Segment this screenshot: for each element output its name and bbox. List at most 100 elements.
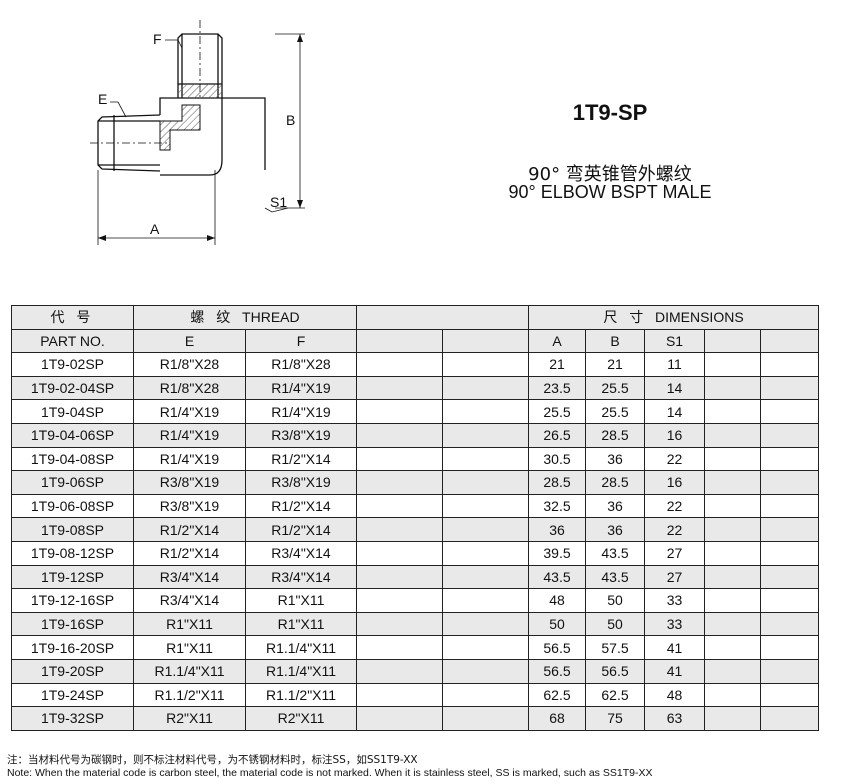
cell-empty bbox=[442, 682, 529, 708]
cell-dim-a: 56.5 bbox=[528, 635, 586, 660]
cell-thread-f: R1.1/4"X11 bbox=[245, 635, 357, 660]
cell-empty bbox=[704, 446, 761, 472]
cell-part-no: 1T9-20SP bbox=[11, 658, 134, 684]
cell-thread-f: R1/4"X19 bbox=[245, 399, 357, 424]
cell-empty bbox=[760, 564, 819, 590]
cell-part-no: 1T9-02SP bbox=[11, 352, 134, 377]
cell-empty bbox=[704, 658, 761, 684]
cell-empty bbox=[356, 540, 443, 566]
cell-dim-s1: 41 bbox=[644, 635, 705, 660]
cell-dim-b: 25.5 bbox=[585, 399, 645, 424]
cell-empty bbox=[356, 517, 443, 542]
cell-part-no: 1T9-12-16SP bbox=[11, 588, 134, 613]
product-name-en: 90° ELBOW BSPT MALE bbox=[508, 182, 712, 202]
cell-dim-s1: 11 bbox=[644, 352, 705, 377]
cell-dim-s1: 22 bbox=[644, 446, 705, 472]
cell-empty bbox=[760, 611, 819, 637]
note-en: Note: When the material code is carbon s… bbox=[7, 767, 653, 779]
cell-thread-e: R1/4"X19 bbox=[133, 446, 246, 472]
cell-empty bbox=[704, 399, 761, 424]
cell-thread-f: R1"X11 bbox=[245, 611, 357, 637]
cell-empty bbox=[442, 588, 529, 613]
cell-part-no: 1T9-16-20SP bbox=[11, 635, 134, 660]
cell-part-no: 1T9-32SP bbox=[11, 706, 134, 731]
cell-empty bbox=[760, 658, 819, 684]
cell-empty bbox=[704, 635, 761, 660]
table-header-row-1: 代 号 螺 纹 THREAD 尺 寸 DIMENSIONS bbox=[11, 305, 819, 330]
cell-dim-s1: 14 bbox=[644, 375, 705, 401]
cell-empty bbox=[760, 399, 819, 424]
cell-empty bbox=[442, 635, 529, 660]
cell-thread-e: R1.1/4"X11 bbox=[133, 658, 246, 684]
cell-dim-a: 50 bbox=[528, 611, 586, 637]
header-E: E bbox=[133, 328, 246, 354]
cell-empty bbox=[356, 611, 443, 637]
cell-thread-f: R2"X11 bbox=[245, 706, 357, 731]
cell-empty bbox=[760, 682, 819, 708]
cell-thread-e: R3/8"X19 bbox=[133, 470, 246, 495]
cell-empty bbox=[760, 540, 819, 566]
cell-empty bbox=[760, 470, 819, 495]
cell-empty bbox=[704, 611, 761, 637]
cell-dim-s1: 22 bbox=[644, 517, 705, 542]
cell-thread-f: R1.1/2"X11 bbox=[245, 682, 357, 708]
cell-empty bbox=[442, 658, 529, 684]
cell-empty bbox=[442, 706, 529, 731]
cell-dim-b: 28.5 bbox=[585, 470, 645, 495]
cell-empty bbox=[356, 706, 443, 731]
cell-empty bbox=[760, 588, 819, 613]
cell-empty bbox=[356, 658, 443, 684]
cell-part-no: 1T9-12SP bbox=[11, 564, 134, 590]
cell-dim-a: 48 bbox=[528, 588, 586, 613]
cell-thread-e: R1"X11 bbox=[133, 635, 246, 660]
cell-dim-b: 25.5 bbox=[585, 375, 645, 401]
cell-empty bbox=[356, 493, 443, 519]
cell-empty bbox=[760, 375, 819, 401]
cell-empty bbox=[442, 352, 529, 377]
cell-dim-a: 62.5 bbox=[528, 682, 586, 708]
cell-empty bbox=[760, 446, 819, 472]
cell-dim-s1: 33 bbox=[644, 611, 705, 637]
cell-dim-b: 36 bbox=[585, 493, 645, 519]
cell-thread-e: R2"X11 bbox=[133, 706, 246, 731]
cell-thread-e: R1/8"X28 bbox=[133, 352, 246, 377]
label-B: B bbox=[286, 112, 295, 128]
cell-dim-a: 43.5 bbox=[528, 564, 586, 590]
header-A: A bbox=[528, 328, 586, 354]
header-empty bbox=[760, 328, 819, 354]
cell-dim-a: 23.5 bbox=[528, 375, 586, 401]
cell-part-no: 1T9-16SP bbox=[11, 611, 134, 637]
header-thread: 螺 纹 THREAD bbox=[133, 305, 357, 330]
cell-dim-s1: 41 bbox=[644, 658, 705, 684]
cell-empty bbox=[704, 422, 761, 448]
cell-empty bbox=[442, 564, 529, 590]
cell-empty bbox=[704, 493, 761, 519]
cell-empty bbox=[442, 446, 529, 472]
label-A: A bbox=[150, 221, 160, 237]
cell-part-no: 1T9-06SP bbox=[11, 470, 134, 495]
cell-dim-b: 62.5 bbox=[585, 682, 645, 708]
header-S1: S1 bbox=[644, 328, 705, 354]
cell-empty bbox=[356, 422, 443, 448]
cell-dim-b: 36 bbox=[585, 517, 645, 542]
cell-dim-b: 36 bbox=[585, 446, 645, 472]
cell-dim-a: 56.5 bbox=[528, 658, 586, 684]
cell-dim-a: 26.5 bbox=[528, 422, 586, 448]
cell-empty bbox=[760, 422, 819, 448]
cell-dim-b: 43.5 bbox=[585, 540, 645, 566]
cell-dim-a: 68 bbox=[528, 706, 586, 731]
header-blank bbox=[356, 305, 529, 330]
cell-thread-f: R1.1/4"X11 bbox=[245, 658, 357, 684]
cell-thread-e: R1/2"X14 bbox=[133, 540, 246, 566]
